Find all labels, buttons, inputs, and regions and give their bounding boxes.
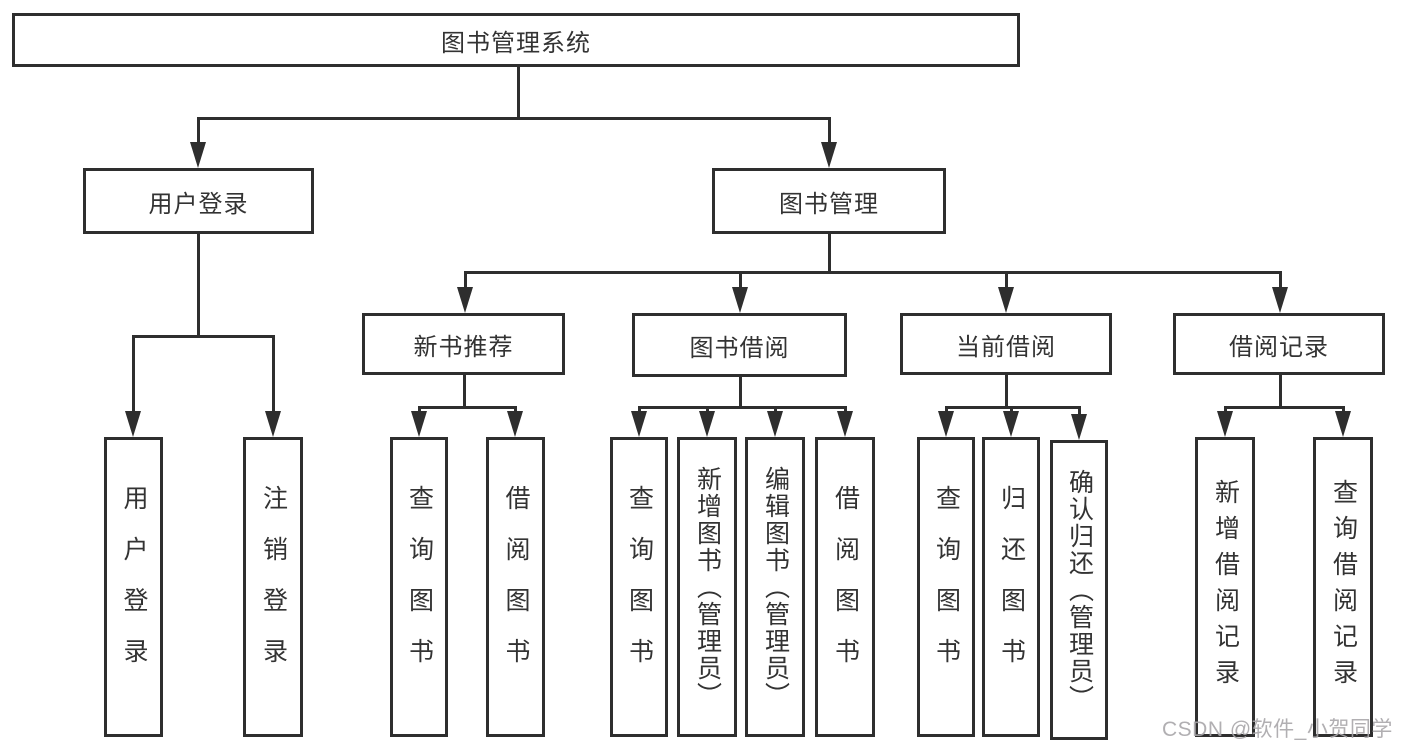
node-label: 用户登录 <box>120 485 148 689</box>
node-return-books: 归还图书 <box>982 437 1040 737</box>
arrow-down-icon <box>732 287 748 313</box>
connector-vline <box>514 407 517 413</box>
node-label: 图书管理系统 <box>441 29 591 57</box>
connector-hline <box>638 406 847 409</box>
arrow-down-icon <box>821 142 837 168</box>
connector-vline <box>517 66 520 120</box>
node-new-book-rec: 新书推荐 <box>362 313 565 375</box>
node-borrow-records: 借阅记录 <box>1173 313 1385 375</box>
connector-vline <box>1279 375 1282 409</box>
connector-vline <box>1005 272 1008 289</box>
node-label: 查询图书 <box>932 485 961 689</box>
node-label: 图书借阅 <box>689 334 790 362</box>
arrow-down-icon <box>1071 414 1087 440</box>
connector-vline <box>418 407 421 413</box>
node-query-books-rec: 查询图书 <box>390 437 448 737</box>
node-confirm-return-admin: 确认归还（管理员） <box>1050 440 1108 740</box>
connector-hline <box>1224 406 1345 409</box>
node-query-books-current: 查询图书 <box>917 437 975 737</box>
connector-vline <box>132 336 135 413</box>
watermark: CSDN @软件_小贺同学 <box>1162 718 1393 741</box>
connector-vline <box>1224 407 1227 413</box>
node-borrow-books-borrow: 借阅图书 <box>815 437 875 737</box>
connector-vline <box>197 234 200 338</box>
node-label: 注销登录 <box>259 485 288 689</box>
arrow-down-icon <box>1003 411 1019 437</box>
connector-vline <box>844 407 847 413</box>
arrow-down-icon <box>507 411 523 437</box>
connector-hline <box>132 335 275 338</box>
node-label: 查询图书 <box>405 485 434 689</box>
arrow-down-icon <box>938 411 954 437</box>
node-label: 确认归还（管理员） <box>1065 468 1094 712</box>
node-label: 新增借阅记录 <box>1211 479 1240 695</box>
connector-vline <box>739 272 742 289</box>
connector-vline <box>1078 407 1081 416</box>
arrow-down-icon <box>125 411 141 437</box>
arrow-down-icon <box>767 411 783 437</box>
arrow-down-icon <box>699 411 715 437</box>
node-borrow-books-rec: 借阅图书 <box>486 437 545 737</box>
node-current-borrow: 当前借阅 <box>900 313 1112 375</box>
connector-vline <box>945 407 948 413</box>
arrow-down-icon <box>998 287 1014 313</box>
connector-vline <box>272 336 275 413</box>
arrow-down-icon <box>837 411 853 437</box>
node-logout-leaf: 注销登录 <box>243 437 303 737</box>
arrow-down-icon <box>1272 287 1288 313</box>
node-query-books-borrow: 查询图书 <box>610 437 668 737</box>
arrow-down-icon <box>411 411 427 437</box>
connector-hline <box>197 117 831 120</box>
connector-hline <box>945 406 1081 409</box>
connector-vline <box>1342 407 1345 413</box>
connector-vline <box>1005 375 1008 409</box>
node-query-borrow-record: 查询借阅记录 <box>1313 437 1373 737</box>
connector-vline <box>828 118 831 144</box>
arrow-down-icon <box>1217 411 1233 437</box>
connector-vline <box>1010 407 1013 413</box>
node-book-borrow: 图书借阅 <box>632 313 847 377</box>
connector-vline <box>774 407 777 413</box>
arrow-down-icon <box>190 142 206 168</box>
node-label: 查询借阅记录 <box>1329 479 1358 695</box>
connector-vline <box>197 118 200 144</box>
arrow-down-icon <box>265 411 281 437</box>
node-user-login: 用户登录 <box>83 168 314 234</box>
connector-vline <box>464 272 467 289</box>
node-user-login-leaf: 用户登录 <box>104 437 163 737</box>
node-label: 借阅图书 <box>502 485 530 689</box>
node-label: 图书管理 <box>779 190 879 218</box>
connector-vline <box>828 234 831 274</box>
arrow-down-icon <box>631 411 647 437</box>
connector-hline <box>464 271 1282 274</box>
node-label: 当前借阅 <box>956 333 1056 361</box>
node-label: 查询图书 <box>625 485 654 689</box>
connector-vline <box>1279 272 1282 289</box>
node-edit-books-admin: 编辑图书（管理员） <box>745 437 805 737</box>
node-label: 新增图书（管理员） <box>693 465 722 709</box>
node-root: 图书管理系统 <box>12 13 1020 67</box>
connector-vline <box>638 407 641 413</box>
node-add-borrow-record: 新增借阅记录 <box>1195 437 1255 737</box>
arrow-down-icon <box>457 287 473 313</box>
connector-vline <box>706 407 709 413</box>
node-book-mgmt: 图书管理 <box>712 168 946 234</box>
node-label: 归还图书 <box>997 485 1026 689</box>
connector-vline <box>463 375 466 409</box>
node-add-books-admin: 新增图书（管理员） <box>677 437 737 737</box>
node-label: 用户登录 <box>148 190 249 218</box>
node-label: 新书推荐 <box>413 333 514 361</box>
connector-vline <box>739 377 742 409</box>
connector-hline <box>418 406 517 409</box>
arrow-down-icon <box>1335 411 1351 437</box>
node-label: 借阅图书 <box>831 485 860 689</box>
node-label: 借阅记录 <box>1229 333 1329 361</box>
node-label: 编辑图书（管理员） <box>761 465 790 709</box>
